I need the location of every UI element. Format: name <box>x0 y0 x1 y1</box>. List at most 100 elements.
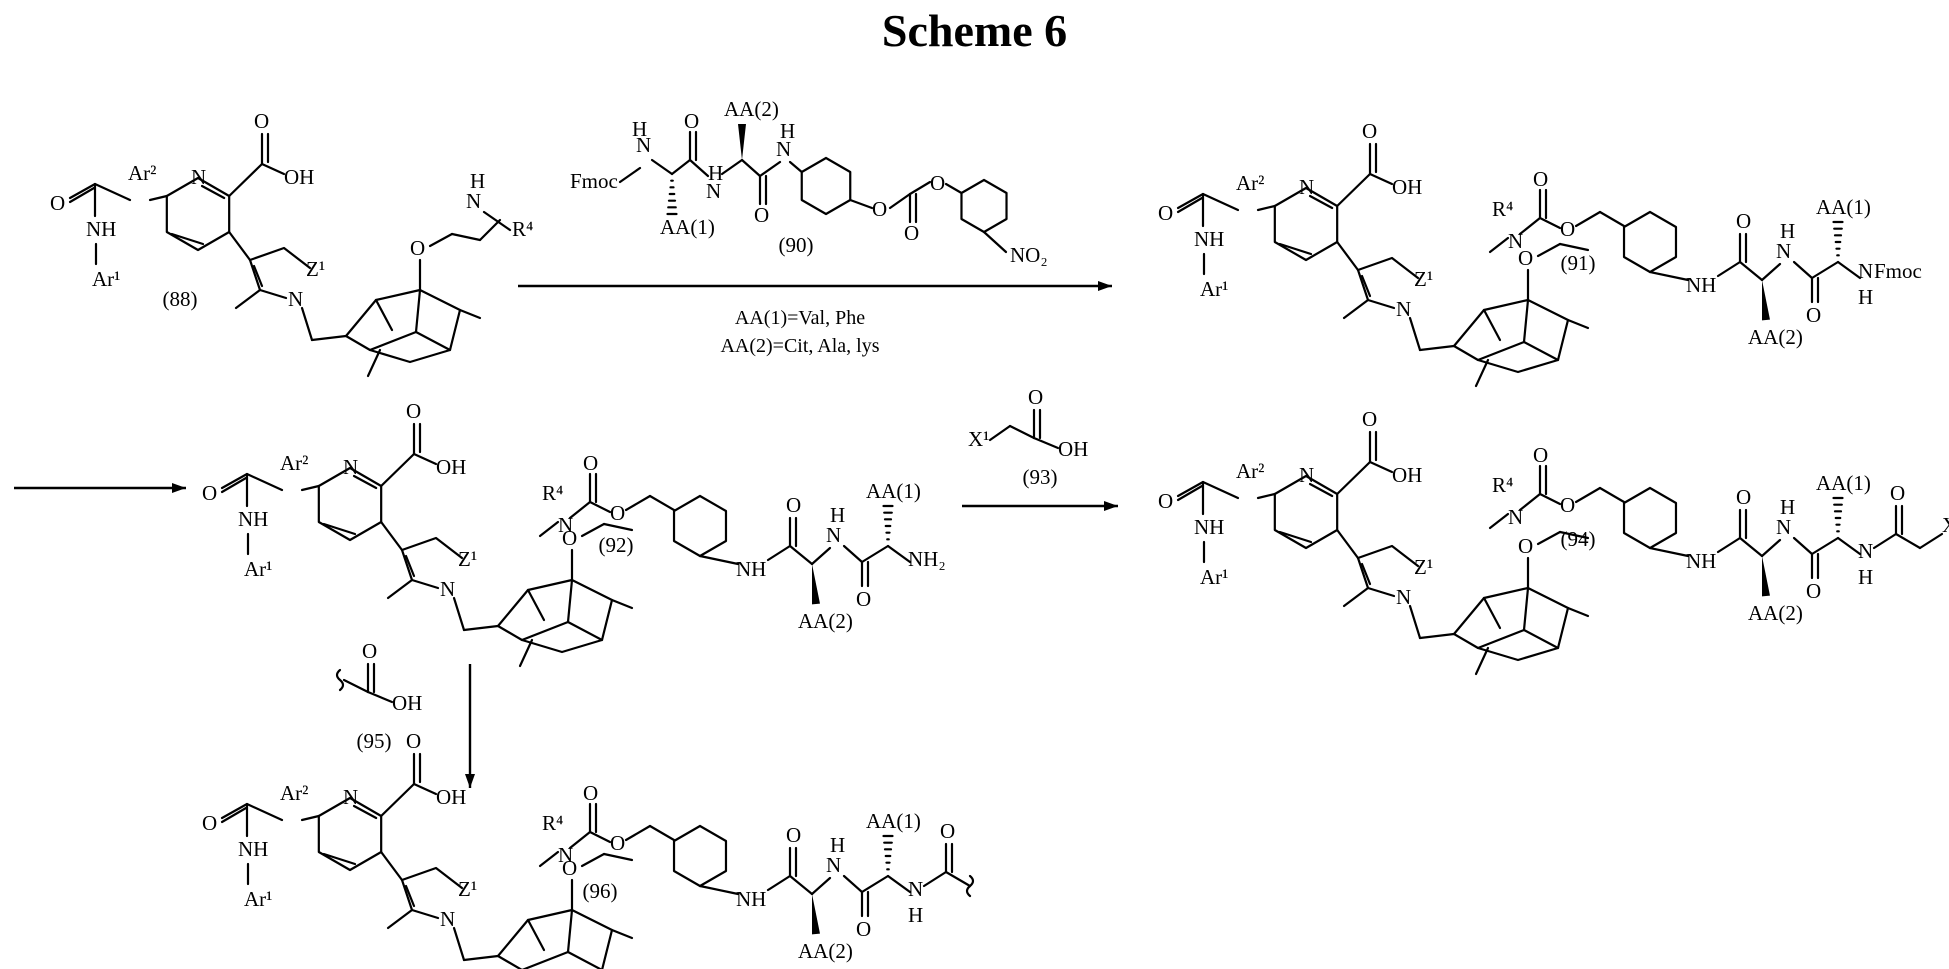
label-94: (94) <box>1561 527 1596 551</box>
amide-nh: NH <box>86 217 116 241</box>
peptide-h: H <box>830 833 845 857</box>
terminal-n: N <box>1858 259 1873 283</box>
r4-substituent: R⁴ <box>542 481 563 505</box>
oh-93: OH <box>1058 437 1088 461</box>
pyrazole-z1: Z¹ <box>458 877 477 901</box>
amide-o-3: O <box>1806 303 1821 327</box>
reagent-93: X¹ O OH <box>968 385 1088 461</box>
r4-substituent: R⁴ <box>1492 473 1513 497</box>
amide-o-2: O <box>786 493 801 517</box>
acid-oxygen: O <box>1362 119 1377 143</box>
pyrazole-z1: Z¹ <box>458 547 477 571</box>
aryl-1: Ar¹ <box>244 887 272 911</box>
aa2-side-chain: AA(2) <box>798 939 853 963</box>
amide-o-3: O <box>856 917 871 941</box>
acid-oxygen: O <box>406 399 421 423</box>
amide-oxygen: O <box>1158 201 1173 225</box>
pyrazole-n: N <box>440 907 455 931</box>
amide-o-3: O <box>1806 579 1821 603</box>
arrow-to-92 <box>14 483 186 493</box>
x1-group: X¹ <box>1942 513 1949 537</box>
ether-oxygen: O <box>410 236 425 260</box>
o-93: O <box>1028 385 1043 409</box>
compound-88-amine: NHR⁴ <box>466 169 533 241</box>
fmoc-group: Fmoc <box>570 169 618 193</box>
amide-o-2: O <box>1736 209 1751 233</box>
aa1-side-chain: AA(1) <box>1816 195 1871 219</box>
acyl-oxygen: O <box>1890 481 1905 505</box>
amide-nh: NH <box>238 837 268 861</box>
terminal-h: H <box>1858 285 1873 309</box>
x1-93: X¹ <box>968 427 989 451</box>
terminal-h: H <box>908 903 923 927</box>
acid-oxygen: O <box>1362 407 1377 431</box>
aryl-1: Ar¹ <box>244 557 272 581</box>
anilide-nh: NH <box>736 887 766 911</box>
aryl-2: Ar² <box>280 451 308 475</box>
r4-substituent: R⁴ <box>512 217 533 241</box>
anilide-nh: NH <box>1686 549 1716 573</box>
peptide-h: H <box>1780 219 1795 243</box>
anilide-nh: NH <box>736 557 766 581</box>
label-95: (95) <box>357 729 392 753</box>
anilide-nh: NH <box>1686 273 1716 297</box>
amide-o-3: O <box>856 587 871 611</box>
o-90-e: O <box>930 171 945 195</box>
r4-substituent: R⁴ <box>542 811 563 835</box>
compound-88-core: ONHAr¹Ar²NOOHZ¹NO <box>50 109 480 376</box>
o-90-a: O <box>684 109 699 133</box>
peptide-h: H <box>1780 495 1795 519</box>
aa2-side-chain: AA(2) <box>1748 601 1803 625</box>
pyridine-n: N <box>191 165 206 189</box>
terminal-n: N <box>908 877 923 901</box>
compound-94-chain: NR⁴OONHOAA(2)NHOAA(1)NHOX¹ <box>1490 443 1949 625</box>
o-90-b: O <box>754 203 769 227</box>
pyrazole-n: N <box>1396 585 1411 609</box>
fmoc-group: Fmoc <box>1874 259 1922 283</box>
label-93: (93) <box>1023 465 1058 489</box>
aa1-90: AA(1) <box>660 215 715 239</box>
reagent-95: OOH <box>337 639 422 715</box>
pyrazole-n: N <box>440 577 455 601</box>
ether-oxygen: O <box>1518 534 1533 558</box>
aryl-1: Ar¹ <box>1200 277 1228 301</box>
compound-91-chain: NR⁴OONHOAA(2)NHOAA(1)NHFmoc <box>1490 167 1922 349</box>
pyrazole-z1: Z¹ <box>1414 267 1433 291</box>
r4-substituent: R⁴ <box>1492 197 1513 221</box>
pyrazole-n: N <box>1396 297 1411 321</box>
aryl-2: Ar² <box>128 161 156 185</box>
aa2-90: AA(2) <box>724 97 779 121</box>
label-96: (96) <box>583 879 618 903</box>
h-90-b: H <box>708 161 723 185</box>
carbamate-oxygen: O <box>1533 167 1548 191</box>
aryl-2: Ar² <box>1236 459 1264 483</box>
amide-o-2: O <box>786 823 801 847</box>
terminal-h: H <box>1858 565 1873 589</box>
aa1-side-chain: AA(1) <box>866 479 921 503</box>
amide-oxygen: O <box>1158 489 1173 513</box>
carbamate-ester-o: O <box>610 831 625 855</box>
amide-nh: NH <box>1194 515 1224 539</box>
aryl-2: Ar² <box>1236 171 1264 195</box>
label-91: (91) <box>1561 251 1596 275</box>
terminal-n: N <box>1858 539 1873 563</box>
carbamate-oxygen: O <box>583 781 598 805</box>
compound-96-chain: NR⁴OONHOAA(2)NHOAA(1)NHO <box>540 781 973 963</box>
compound-94-core: ONHAr¹Ar²NOOHZ¹NO <box>1158 407 1588 674</box>
arrow-92-to-94 <box>962 501 1118 511</box>
carbamate-ester-o: O <box>1560 217 1575 241</box>
amide-oxygen: O <box>50 191 65 215</box>
amide-nh: NH <box>238 507 268 531</box>
pyrazole-z1: Z¹ <box>306 257 325 281</box>
aa1-side-chain: AA(1) <box>1816 471 1871 495</box>
amide-nh: NH <box>1194 227 1224 251</box>
aa1-side-chain: AA(1) <box>866 809 921 833</box>
pyrazole-n: N <box>288 287 303 311</box>
h-90-c: H <box>780 119 795 143</box>
acid-oxygen: O <box>254 109 269 133</box>
acid-oh: OH <box>1392 175 1422 199</box>
o-90-c: O <box>872 197 887 221</box>
aryl-1: Ar¹ <box>1200 565 1228 589</box>
acid-oh: OH <box>1392 463 1422 487</box>
